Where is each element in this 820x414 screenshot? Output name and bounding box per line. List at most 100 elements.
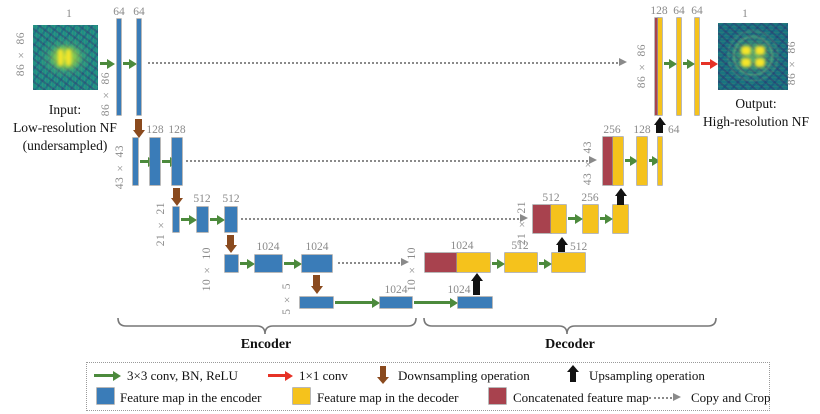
final-conv-arrow-icon xyxy=(701,58,718,69)
encoder-swatch-icon xyxy=(97,388,114,404)
decoder-feature-map xyxy=(637,137,647,185)
legend-decoder-map-label: Feature map in the decoder xyxy=(317,390,459,405)
output-caption-line1: Output: xyxy=(735,96,777,111)
output-size-label: 86 × 86 xyxy=(786,41,798,86)
encoder-feature-map xyxy=(150,138,160,185)
conv-arrow-icon xyxy=(140,156,156,167)
downsample-arrow-icon xyxy=(310,275,323,294)
dec-l3-size-label: 21 × 21 xyxy=(516,201,528,246)
encoder-feature-map xyxy=(133,138,138,185)
concat-swatch-icon xyxy=(489,388,506,404)
enc-l3-size-label: 21 × 21 xyxy=(155,202,167,247)
decoder-feature-map xyxy=(613,137,623,185)
copy-crop-arrow xyxy=(338,258,409,266)
nf-bright-spot xyxy=(58,49,63,66)
conv-arrow-icon xyxy=(335,297,380,308)
input-caption: Input: Low-resolution NF (undersampled) xyxy=(13,101,117,155)
enc-l4-ch1-label: 1024 xyxy=(256,241,280,253)
enc-l2-ch2-label: 128 xyxy=(168,124,186,136)
input-nf-image xyxy=(33,25,98,90)
concat-feature-map xyxy=(533,205,551,233)
legend-conv-label: 3×3 conv, BN, ReLU xyxy=(127,368,238,383)
copy-crop-arrow-icon xyxy=(649,393,681,401)
input-size-label: 86 × 86 xyxy=(15,32,27,77)
dec-l2-size-label: 43 × 43 xyxy=(582,141,594,186)
downsample-arrow-icon xyxy=(132,119,145,138)
dec-l1-ch2-label: 64 xyxy=(691,5,703,17)
encoder-feature-map xyxy=(225,255,238,272)
conv-arrow-icon xyxy=(625,155,638,166)
downsample-arrow-icon xyxy=(224,235,237,253)
upsample-arrow-icon xyxy=(614,188,627,205)
enc-l5-ch1-label: 1024 xyxy=(384,284,408,296)
encoder-feature-map xyxy=(197,207,208,232)
conv-arrow-icon xyxy=(539,258,552,269)
copy-crop-arrow xyxy=(186,156,597,164)
enc-l5-ch2-label: 1024 xyxy=(447,284,471,296)
conv-arrow-icon xyxy=(240,258,255,269)
nf-bright-spot xyxy=(741,46,751,55)
conv-arrow-icon xyxy=(284,258,302,269)
conv-arrow-icon xyxy=(123,58,137,69)
conv-arrow-icon xyxy=(414,297,458,308)
output-caption: Output: High-resolution NF xyxy=(703,95,809,131)
legend-downsample-label: Downsampling operation xyxy=(398,368,530,383)
output-caption-line2: High-resolution NF xyxy=(702,114,810,129)
decoder-feature-map xyxy=(695,18,699,115)
dec-l4-concat-label: 1024 xyxy=(450,240,474,252)
input-caption-line3: (undersampled) xyxy=(22,138,108,153)
decoder-brace xyxy=(423,317,717,335)
nf-bright-spot xyxy=(755,46,765,55)
concat-feature-map xyxy=(603,137,613,185)
encoder-feature-map xyxy=(137,19,141,115)
dec-l4-ch2-label: 512 xyxy=(570,241,588,253)
dec-l2-ch2-label: 64 xyxy=(668,124,680,136)
downsample-arrow-icon xyxy=(170,188,183,206)
encoder-feature-map xyxy=(225,207,237,232)
conv-arrow-icon xyxy=(181,214,197,225)
enc-l1-ch2-label: 64 xyxy=(133,6,145,18)
final-conv-arrow-icon xyxy=(268,370,293,381)
dec-l1-concat-label: 128 xyxy=(650,5,668,17)
decoder-feature-map xyxy=(658,137,662,185)
encoder-feature-map xyxy=(458,297,492,308)
encoder-feature-map xyxy=(300,297,333,308)
enc-l3-ch2-label: 512 xyxy=(222,193,240,205)
dec-l4-size-label: 10 × 10 xyxy=(406,247,418,292)
dec-l2-ch1-label: 128 xyxy=(633,124,651,136)
upsample-arrow-icon xyxy=(555,237,568,252)
input-caption-line2: Low-resolution NF xyxy=(13,120,117,135)
enc-l3-ch1-label: 512 xyxy=(193,193,211,205)
conv-arrow-icon xyxy=(568,213,583,224)
legend-1x1conv-label: 1×1 conv xyxy=(299,368,348,383)
nf-bright-spot xyxy=(755,58,765,67)
input-caption-line1: Input: xyxy=(48,102,82,117)
legend-encoder-map-label: Feature map in the encoder xyxy=(120,390,262,405)
dec-l3-ch1-label: 256 xyxy=(581,192,599,204)
encoder-brace xyxy=(117,317,417,335)
dec-l1-size-label: 86 × 86 xyxy=(636,44,648,89)
legend-upsample-label: Upsampling operation xyxy=(589,368,705,383)
conv-arrow-icon xyxy=(100,58,115,69)
upsample-arrow-icon xyxy=(567,365,579,382)
nf-bright-spot xyxy=(741,58,751,67)
upsample-arrow-icon xyxy=(470,273,483,295)
encoder-feature-map xyxy=(255,255,282,272)
upsample-arrow-icon xyxy=(653,117,666,133)
decoder-feature-map xyxy=(613,205,628,233)
enc-l2-size-label: 43 × 43 xyxy=(114,145,126,190)
encoder-feature-map xyxy=(172,138,182,185)
conv-arrow-icon xyxy=(210,214,225,225)
copy-crop-arrow xyxy=(148,58,627,66)
enc-l1-size-label: 86 × 86 xyxy=(100,72,112,117)
input-channel-label: 1 xyxy=(66,8,72,20)
conv-arrow-icon xyxy=(94,370,121,381)
dec-l4-ch1-label: 512 xyxy=(511,240,529,252)
enc-l5-size-label: 5 × 5 xyxy=(281,283,293,315)
decoder-swatch-icon xyxy=(293,388,310,404)
copy-crop-arrow xyxy=(241,214,528,222)
conv-arrow-icon xyxy=(492,258,505,269)
encoder-feature-map xyxy=(380,297,412,308)
decoder-feature-map xyxy=(457,253,490,272)
